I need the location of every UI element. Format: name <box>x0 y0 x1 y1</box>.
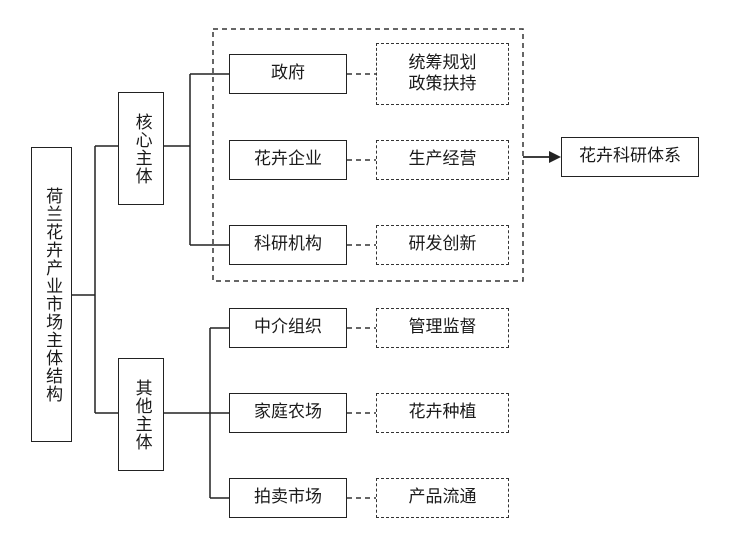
role-label: 花卉种植 <box>408 402 477 423</box>
entity-label: 政府 <box>271 63 305 84</box>
entity-auction-market: 拍卖市场 <box>229 478 347 518</box>
role-label: 生产经营 <box>408 149 477 170</box>
role-label: 统筹规划 政策扶持 <box>408 52 477 94</box>
role-planting: 花卉种植 <box>376 393 509 433</box>
role-circulation: 产品流通 <box>376 478 509 518</box>
entity-label: 花卉企业 <box>254 149 322 170</box>
output-label: 花卉科研体系 <box>579 146 681 167</box>
role-label: 管理监督 <box>408 317 477 338</box>
entity-label: 拍卖市场 <box>254 487 322 508</box>
entity-label: 科研机构 <box>254 234 322 255</box>
output-research-system: 花卉科研体系 <box>561 137 699 177</box>
group-core-label: 核心主体 <box>131 112 152 185</box>
entity-research-institution: 科研机构 <box>229 225 347 265</box>
group-core-box: 核心主体 <box>118 92 164 205</box>
group-other-box: 其他主体 <box>118 358 164 471</box>
entity-label: 中介组织 <box>254 317 322 338</box>
role-label: 产品流通 <box>408 487 477 508</box>
role-rnd: 研发创新 <box>376 225 509 265</box>
role-label: 研发创新 <box>408 234 477 255</box>
root-box: 荷兰花卉产业市场主体结构 <box>31 147 72 442</box>
entity-label: 家庭农场 <box>254 402 322 423</box>
entity-government: 政府 <box>229 54 347 94</box>
root-label: 荷兰花卉产业市场主体结构 <box>42 186 63 403</box>
role-production: 生产经营 <box>376 140 509 180</box>
role-supervision: 管理监督 <box>376 308 509 348</box>
entity-family-farm: 家庭农场 <box>229 393 347 433</box>
entity-intermediary: 中介组织 <box>229 308 347 348</box>
entity-flower-enterprise: 花卉企业 <box>229 140 347 180</box>
group-other-label: 其他主体 <box>131 378 152 451</box>
role-planning-policy: 统筹规划 政策扶持 <box>376 43 509 105</box>
